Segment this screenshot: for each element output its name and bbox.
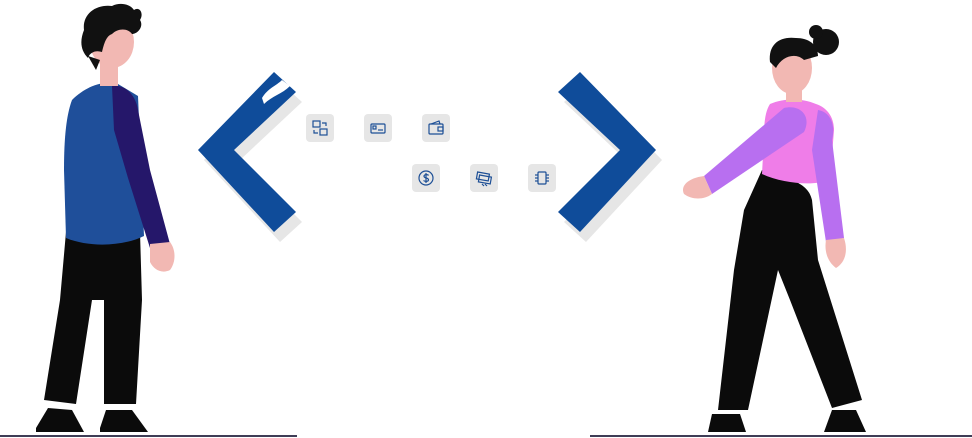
cards-payment-tile: [470, 164, 498, 192]
man-figure: [36, 3, 175, 432]
wallet-icon: [428, 120, 444, 135]
digital-card-icon: [535, 171, 549, 185]
credit-card-tile: [364, 114, 392, 142]
cards-payment-icon: [475, 171, 493, 187]
credit-card-icon: [370, 123, 386, 134]
dollar-coin-icon: [418, 170, 434, 186]
wallet-tile: [422, 114, 450, 142]
left-chevron-icon: [198, 72, 302, 242]
dollar-coin-tile: [412, 164, 440, 192]
digital-card-tile: [528, 164, 556, 192]
right-chevron-icon: [558, 72, 662, 242]
woman-figure: [682, 25, 866, 432]
puzzle-exchange-tile: [306, 114, 334, 142]
puzzle-exchange-icon: [312, 120, 328, 136]
